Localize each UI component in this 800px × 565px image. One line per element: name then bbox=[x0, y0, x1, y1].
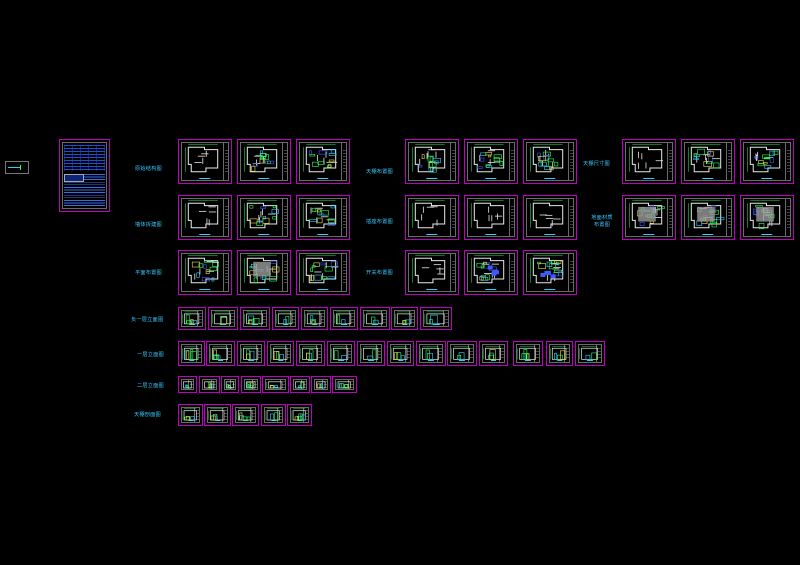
elevation-sheet-r3-1[interactable] bbox=[178, 376, 197, 393]
elevation-sheet-r2-9[interactable] bbox=[416, 341, 446, 366]
floorplan-sheet-r2-c2[interactable] bbox=[237, 195, 291, 240]
elevation-sheet-r2-4[interactable] bbox=[267, 341, 294, 366]
elevation-sheet-r3-7[interactable] bbox=[311, 376, 331, 393]
elevation-sheet-r1-8[interactable] bbox=[391, 307, 418, 330]
floorplan-sheet-r1-c5[interactable] bbox=[464, 139, 518, 184]
elevation-sheet-r4-2[interactable] bbox=[204, 404, 231, 426]
label-plan-layout: 平面布置图 bbox=[135, 270, 162, 276]
elevation-sheet-r3-2[interactable] bbox=[199, 376, 220, 393]
floorplan-sheet-r1-c2[interactable] bbox=[237, 139, 291, 184]
floorplan-sheet-r1-c1[interactable] bbox=[178, 139, 232, 184]
elevation-sheet-r1-2[interactable] bbox=[208, 307, 238, 330]
elevation-sheet-r1-6[interactable] bbox=[330, 307, 358, 330]
floorplan-sheet-r3-c5[interactable] bbox=[464, 250, 518, 295]
elevation-sheet-r3-8[interactable] bbox=[332, 376, 357, 393]
index-table-top bbox=[64, 145, 105, 171]
elevation-sheet-r1-3[interactable] bbox=[240, 307, 270, 330]
elevation-sheet-r2-1[interactable] bbox=[178, 341, 205, 366]
elevation-sheet-r4-4[interactable] bbox=[261, 404, 286, 426]
floorplan-sheet-r1-c6[interactable] bbox=[523, 139, 577, 184]
label-elev-first: 一层立面图 bbox=[137, 352, 164, 358]
elevation-sheet-r2-12[interactable] bbox=[513, 341, 543, 366]
floorplan-sheet-r1-c3[interactable] bbox=[296, 139, 350, 184]
elevation-sheet-r1-1[interactable] bbox=[178, 307, 206, 330]
floorplan-sheet-r1-c7[interactable] bbox=[622, 139, 676, 184]
elevation-sheet-r2-5[interactable] bbox=[296, 341, 325, 366]
label-switch-layout: 开关布置图 bbox=[366, 270, 393, 276]
floorplan-sheet-r2-c9[interactable] bbox=[740, 195, 794, 240]
label-wall-demolition: 墙体拆建图 bbox=[135, 222, 162, 228]
elevation-sheet-r2-11[interactable] bbox=[479, 341, 508, 366]
elevation-sheet-r2-6[interactable] bbox=[327, 341, 355, 366]
floorplan-sheet-r1-c9[interactable] bbox=[740, 139, 794, 184]
elevation-sheet-r2-8[interactable] bbox=[387, 341, 414, 366]
label-material-layout: 地面材质布置图 bbox=[591, 215, 613, 228]
elevation-sheet-r2-2[interactable] bbox=[206, 341, 235, 366]
floorplan-sheet-r2-c4[interactable] bbox=[405, 195, 459, 240]
elevation-sheet-r3-5[interactable] bbox=[262, 376, 289, 393]
floorplan-sheet-r3-c6[interactable] bbox=[523, 250, 577, 295]
floorplan-sheet-r3-c3[interactable] bbox=[296, 250, 350, 295]
elevation-sheet-r3-3[interactable] bbox=[221, 376, 239, 393]
elevation-sheet-r4-5[interactable] bbox=[287, 404, 312, 426]
elevation-sheet-r2-14[interactable] bbox=[575, 341, 605, 366]
floorplan-sheet-r1-c4[interactable] bbox=[405, 139, 459, 184]
elevation-sheet-r1-9[interactable] bbox=[420, 307, 452, 330]
label-elev-underground: 负一层立面图 bbox=[131, 317, 164, 323]
floorplan-sheet-r2-c6[interactable] bbox=[523, 195, 577, 240]
elevation-sheet-r2-7[interactable] bbox=[357, 341, 385, 366]
label-socket-layout: 插座布置图 bbox=[366, 219, 393, 225]
floorplan-sheet-r2-c7[interactable] bbox=[622, 195, 676, 240]
floorplan-sheet-r2-c5[interactable] bbox=[464, 195, 518, 240]
label-original-structure: 原始结构图 bbox=[135, 166, 162, 172]
index-table-bottom bbox=[64, 174, 105, 208]
elevation-sheet-r2-3[interactable] bbox=[237, 341, 265, 366]
label-elev-attic: 天棚剖面图 bbox=[134, 412, 161, 418]
elevation-sheet-r1-5[interactable] bbox=[301, 307, 328, 330]
floorplan-sheet-r1-c8[interactable] bbox=[681, 139, 735, 184]
floorplan-sheet-r2-c3[interactable] bbox=[296, 195, 350, 240]
elevation-sheet-r3-6[interactable] bbox=[290, 376, 310, 393]
elevation-sheet-r4-1[interactable] bbox=[178, 404, 203, 426]
elevation-sheet-r3-4[interactable] bbox=[241, 376, 261, 393]
elevation-sheet-r2-10[interactable] bbox=[447, 341, 477, 366]
floorplan-sheet-r3-c2[interactable] bbox=[237, 250, 291, 295]
floorplan-sheet-r3-c1[interactable] bbox=[178, 250, 232, 295]
drawing-index-sheet[interactable] bbox=[59, 139, 110, 212]
floorplan-sheet-r3-c4[interactable] bbox=[405, 250, 459, 295]
elevation-sheet-r1-7[interactable] bbox=[360, 307, 390, 330]
elevation-sheet-r2-13[interactable] bbox=[546, 341, 573, 366]
floorplan-sheet-r2-c8[interactable] bbox=[681, 195, 735, 240]
elevation-sheet-r1-4[interactable] bbox=[272, 307, 299, 330]
label-elev-second: 二层立面图 bbox=[137, 383, 164, 389]
floorplan-sheet-r2-c1[interactable] bbox=[178, 195, 232, 240]
legend-symbol bbox=[5, 161, 29, 174]
label-ceiling-layout: 天棚布置图 bbox=[366, 169, 393, 175]
elevation-sheet-r4-3[interactable] bbox=[232, 404, 259, 426]
label-ceiling-dimensions: 天棚尺寸图 bbox=[583, 161, 610, 167]
